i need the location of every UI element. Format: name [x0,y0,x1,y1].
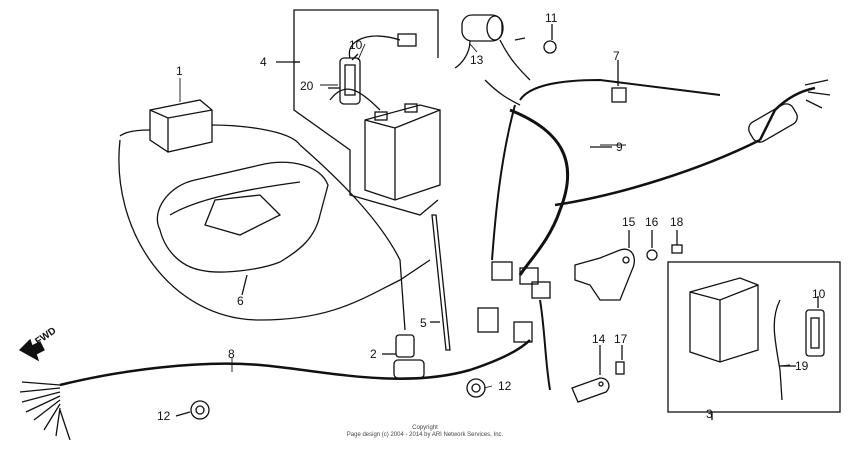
sub-wire-harness [19,299,551,441]
cable-plug [748,79,831,143]
callout-1: 1 [176,64,183,78]
callout-11: 11 [545,11,558,25]
callout-10-battery: 10 [349,38,363,52]
mounting-bracket [574,230,635,301]
callout-14: 14 [592,332,606,346]
callout-12-right: 12 [498,379,512,393]
bolt [671,230,683,254]
main-wire-harness [484,78,761,276]
harness-connectors [477,261,551,343]
callout-leaders [179,43,791,389]
ignition-coil [119,99,301,153]
spark-plug-cap [382,334,425,379]
condenser [454,14,531,81]
callout-12-left: 12 [157,409,171,423]
copyright-line-1: Copyright [412,425,438,431]
callout-20: 20 [300,79,314,93]
callout-18: 18 [670,215,684,229]
wire-rod [430,214,451,351]
washer [646,249,658,261]
fwd-label: FWD [33,325,58,347]
callout-8: 8 [228,347,235,361]
copyright-line-2: Page design (c) 2004 - 2014 by ARI Netwo… [346,432,504,438]
battery-box-frame [276,9,439,216]
callout-17: 17 [614,332,628,346]
fuse-holder [328,33,417,105]
terminal-bracket [571,345,625,403]
battery [329,88,441,201]
callout-6: 6 [237,294,244,308]
callout-15: 15 [622,215,636,229]
wire-clip [543,24,627,103]
callout-13: 13 [470,53,484,67]
callout-10-inset: 10 [812,287,826,301]
inset-detail-box [667,261,841,420]
callout-5: 5 [420,316,427,330]
callout-4: 4 [260,55,267,69]
forward-direction-arrow [18,338,45,362]
wire-clamp [175,378,486,420]
callout-19: 19 [795,359,809,373]
callout-3: 3 [706,407,713,421]
ignition-wire [118,139,431,321]
callout-2: 2 [370,347,377,361]
callout-16: 16 [645,215,659,229]
callout-7: 7 [613,49,620,63]
callout-9: 9 [616,140,623,154]
spark-wire [299,144,406,331]
battery-tray [156,161,329,296]
